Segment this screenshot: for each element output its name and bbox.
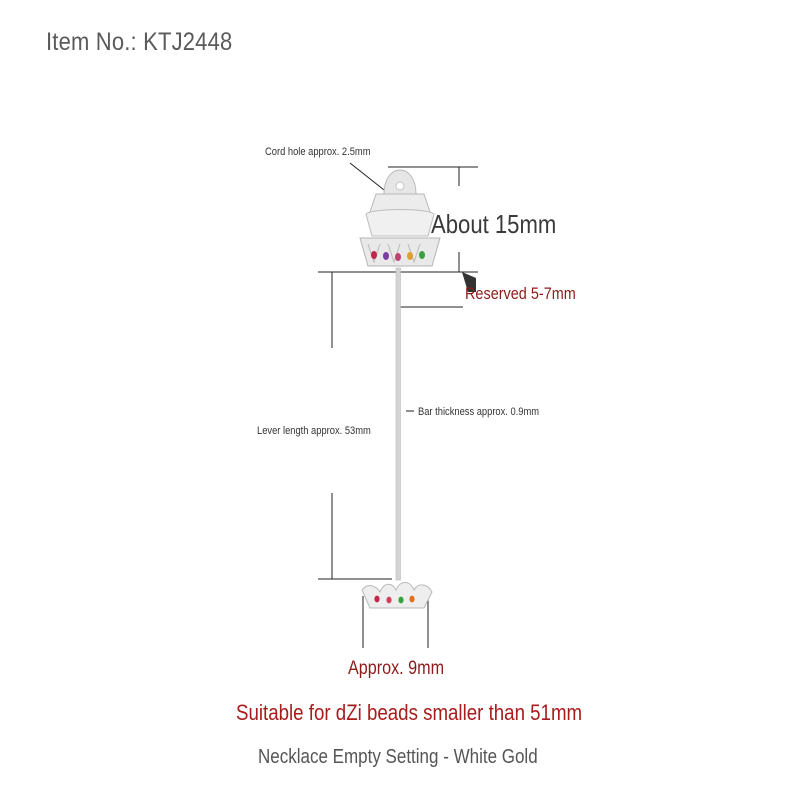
base-gem-green: [398, 596, 404, 604]
head-height-label: About 15mm: [431, 209, 557, 239]
cord-hole: [395, 181, 405, 191]
lotus-petal-2: [387, 243, 401, 264]
gem-purple: [383, 252, 389, 260]
lotus-petal-1: [367, 243, 381, 264]
base-gem-orange: [409, 595, 415, 603]
cord-hole-pointer: [349, 162, 385, 191]
gem-pink: [395, 253, 401, 261]
base-gem-pink: [386, 596, 392, 604]
head-middle: [365, 209, 435, 237]
suitability-note: Suitable for dZi beads smaller than 51mm: [236, 700, 583, 725]
lever-length-label: Lever length approx. 53mm: [257, 425, 371, 437]
reserved-label: Reserved 5-7mm: [465, 284, 576, 303]
bar-thickness-label: Bar thickness approx. 0.9mm: [418, 406, 540, 418]
head-lotus: [359, 237, 441, 267]
cord-hole-label: Cord hole approx. 2.5mm: [265, 146, 371, 158]
base-petals: [361, 582, 433, 609]
head-cap: [359, 169, 441, 267]
base-cup: [361, 582, 433, 609]
reserved-marker: [462, 272, 476, 292]
gem-green: [419, 251, 425, 259]
base-gem-red: [374, 595, 380, 603]
item-number: Item No.: KTJ2448: [46, 28, 233, 56]
gem-red: [371, 251, 377, 259]
dimension-lines: [318, 162, 478, 648]
base-width-label: Approx. 9mm: [348, 658, 445, 679]
lotus-petal-3: [407, 243, 421, 264]
product-name: Necklace Empty Setting - White Gold: [258, 746, 538, 768]
gem-yellow: [407, 252, 413, 260]
lever-bar: [395, 267, 401, 581]
